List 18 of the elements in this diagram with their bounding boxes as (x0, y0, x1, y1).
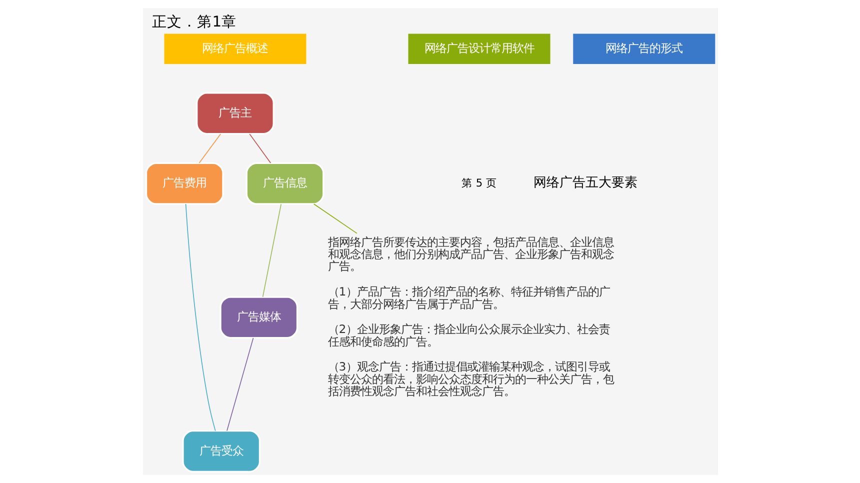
node-text: 指网络广告所要传达的主要内容，包括产品信息、企业信息和观念信息，他们分别构成产品广告、企业形象广告和观念广告。 （1）产品广告：指介绍产品的名称、特征并销售产品的广告，大部分网络广告属于产品广告。 （2）企业形象广告：指企业向公众展示企业实力、社会责任感和使命感的广告。 （3）观念广告：指通过提倡或灌输某种观念，试图引导或转变公众的看法，影响公众态度和行为的一种公关广告，包括消费性观念广告和社会性观念广告。 (327, 234, 614, 398)
label: 网络广告五大要素 (532, 174, 637, 190)
node-box: 网络广告设计常用软件 (408, 34, 550, 64)
connector (226, 338, 254, 432)
connector (312, 204, 357, 234)
connector (248, 134, 271, 164)
node-box: 网络广告的形式 (572, 34, 715, 64)
label: 第 5 页 (461, 176, 497, 190)
node-box: 广告受众 (182, 430, 260, 472)
connector (262, 204, 282, 298)
node-box: 广告媒体 (219, 296, 298, 339)
node-box: 广告信息 (245, 162, 324, 205)
connector (198, 134, 220, 164)
node-box: 广告费用 (144, 162, 224, 205)
node-box: 广告主 (196, 92, 274, 135)
diagram-title: 正文．第1章 (152, 13, 236, 30)
connector (184, 204, 216, 432)
node-box: 网络广告概述 (164, 34, 306, 64)
